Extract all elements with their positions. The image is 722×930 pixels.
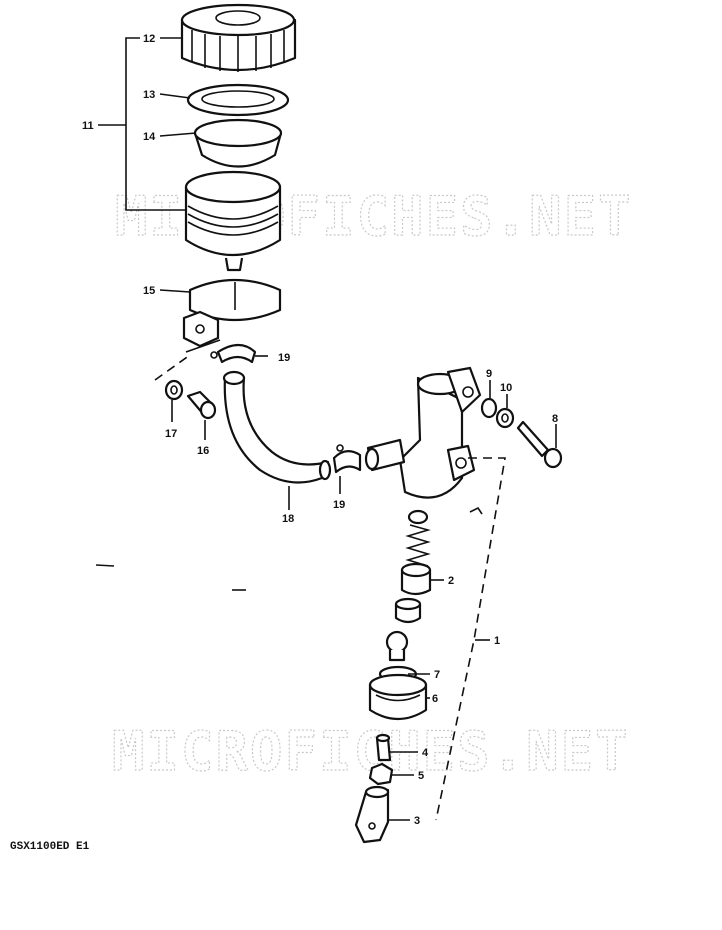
model-code: GSX1100ED E1 bbox=[10, 841, 90, 853]
callout-10: 10 bbox=[500, 382, 512, 394]
hose-clip-top bbox=[210, 343, 257, 364]
callout-14: 14 bbox=[143, 131, 156, 143]
callout-6: 6 bbox=[432, 693, 438, 705]
washer-17 bbox=[164, 379, 184, 401]
callout-19-top: 19 bbox=[278, 352, 290, 364]
reservoir-body bbox=[184, 170, 282, 272]
callout-8: 8 bbox=[552, 413, 558, 425]
callout-7: 7 bbox=[434, 669, 440, 681]
callout-3: 3 bbox=[414, 815, 420, 827]
lock-nut bbox=[368, 762, 394, 786]
speck-mark-3 bbox=[95, 564, 115, 567]
callout-2: 2 bbox=[448, 575, 454, 587]
washer-9 bbox=[480, 397, 498, 419]
clevis bbox=[354, 785, 390, 844]
callout-18: 18 bbox=[282, 513, 294, 525]
callout-12: 12 bbox=[143, 33, 155, 45]
dashed-leader-clamp bbox=[185, 339, 221, 353]
leader-13 bbox=[159, 93, 191, 99]
callout-11: 11 bbox=[82, 120, 94, 132]
speck-mark bbox=[469, 506, 483, 515]
dashed-leader-17 bbox=[154, 354, 191, 381]
reservoir-hose bbox=[222, 370, 332, 484]
callout-19-lower: 19 bbox=[333, 499, 345, 511]
watermark-bottom: MICROFICHES.NET bbox=[112, 720, 630, 783]
callout-5: 5 bbox=[418, 770, 424, 782]
bolt-16 bbox=[186, 390, 217, 420]
callout-9: 9 bbox=[486, 368, 492, 380]
callout-16: 16 bbox=[197, 445, 209, 457]
spring-piston bbox=[394, 509, 432, 624]
dashed-leader-1 bbox=[435, 457, 506, 821]
bracket-11 bbox=[125, 37, 186, 211]
callout-17: 17 bbox=[165, 428, 177, 440]
circlip-and-boot bbox=[368, 630, 428, 721]
cap-plate bbox=[186, 83, 290, 117]
hose-clip-lower bbox=[332, 444, 362, 474]
callout-4: 4 bbox=[422, 747, 429, 759]
leader-15 bbox=[159, 289, 191, 293]
diaphragm bbox=[193, 118, 283, 168]
callout-1: 1 bbox=[494, 635, 500, 647]
reservoir-clamp bbox=[182, 278, 282, 348]
reservoir-cap bbox=[180, 3, 297, 72]
washer-10 bbox=[495, 407, 515, 429]
master-cylinder-body bbox=[364, 366, 482, 499]
callout-13: 13 bbox=[143, 89, 155, 101]
push-rod bbox=[375, 733, 392, 762]
callout-15: 15 bbox=[143, 285, 155, 297]
bolt-8 bbox=[516, 420, 563, 469]
leader-14 bbox=[159, 132, 197, 137]
